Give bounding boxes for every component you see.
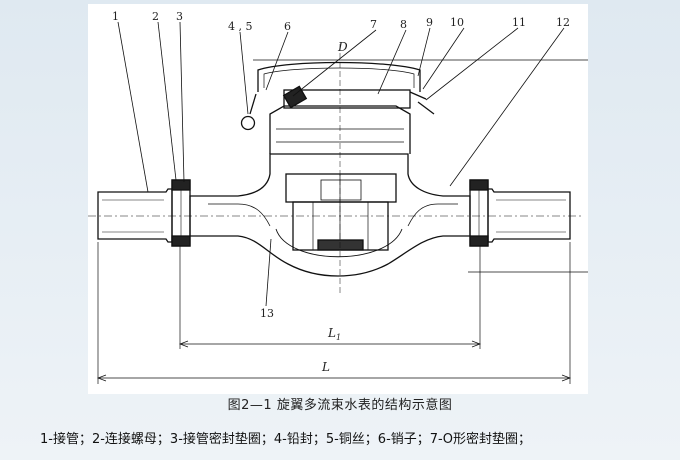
meter-cover — [257, 61, 435, 115]
label-part-10: 10 — [450, 16, 464, 29]
right-nut — [469, 179, 489, 247]
label-part-11: 11 — [512, 16, 526, 29]
meter-body — [189, 153, 471, 277]
label-part-6: 6 — [284, 20, 291, 33]
dimension-l: L — [321, 360, 330, 374]
impeller-chamber — [285, 173, 397, 251]
figure-legend: 1-接管；2-连接螺母；3-接管密封垫圈；4-铅封；5-铜丝；6-销子；7-O形… — [40, 432, 531, 447]
figure-caption: 图2—1 旋翼多流束水表的结构示意图 — [227, 398, 453, 413]
dimension-d: D — [337, 40, 348, 54]
label-part-4-5: 4 , 5 — [228, 20, 253, 33]
label-part-13: 13 — [260, 307, 274, 320]
left-nut — [171, 179, 191, 247]
lead-seal — [240, 93, 257, 131]
leader-lines — [117, 21, 565, 307]
label-part-3: 3 — [176, 10, 183, 23]
left-pipe — [97, 188, 173, 243]
water-meter-diagram: 1 2 3 4 , 5 6 7 8 9 10 11 12 13 D H L1 L — [88, 10, 633, 384]
right-pipe — [487, 188, 571, 243]
label-part-1: 1 — [112, 10, 119, 23]
label-part-7: 7 — [370, 18, 377, 31]
label-part-8: 8 — [400, 18, 407, 31]
drawing-panel: 1 2 3 4 , 5 6 7 8 9 10 11 12 13 D H L1 L — [88, 4, 633, 394]
label-part-12: 12 — [556, 16, 570, 29]
label-part-2: 2 — [152, 10, 159, 23]
dimension-l1: L1 — [327, 326, 341, 342]
label-part-9: 9 — [426, 16, 433, 29]
